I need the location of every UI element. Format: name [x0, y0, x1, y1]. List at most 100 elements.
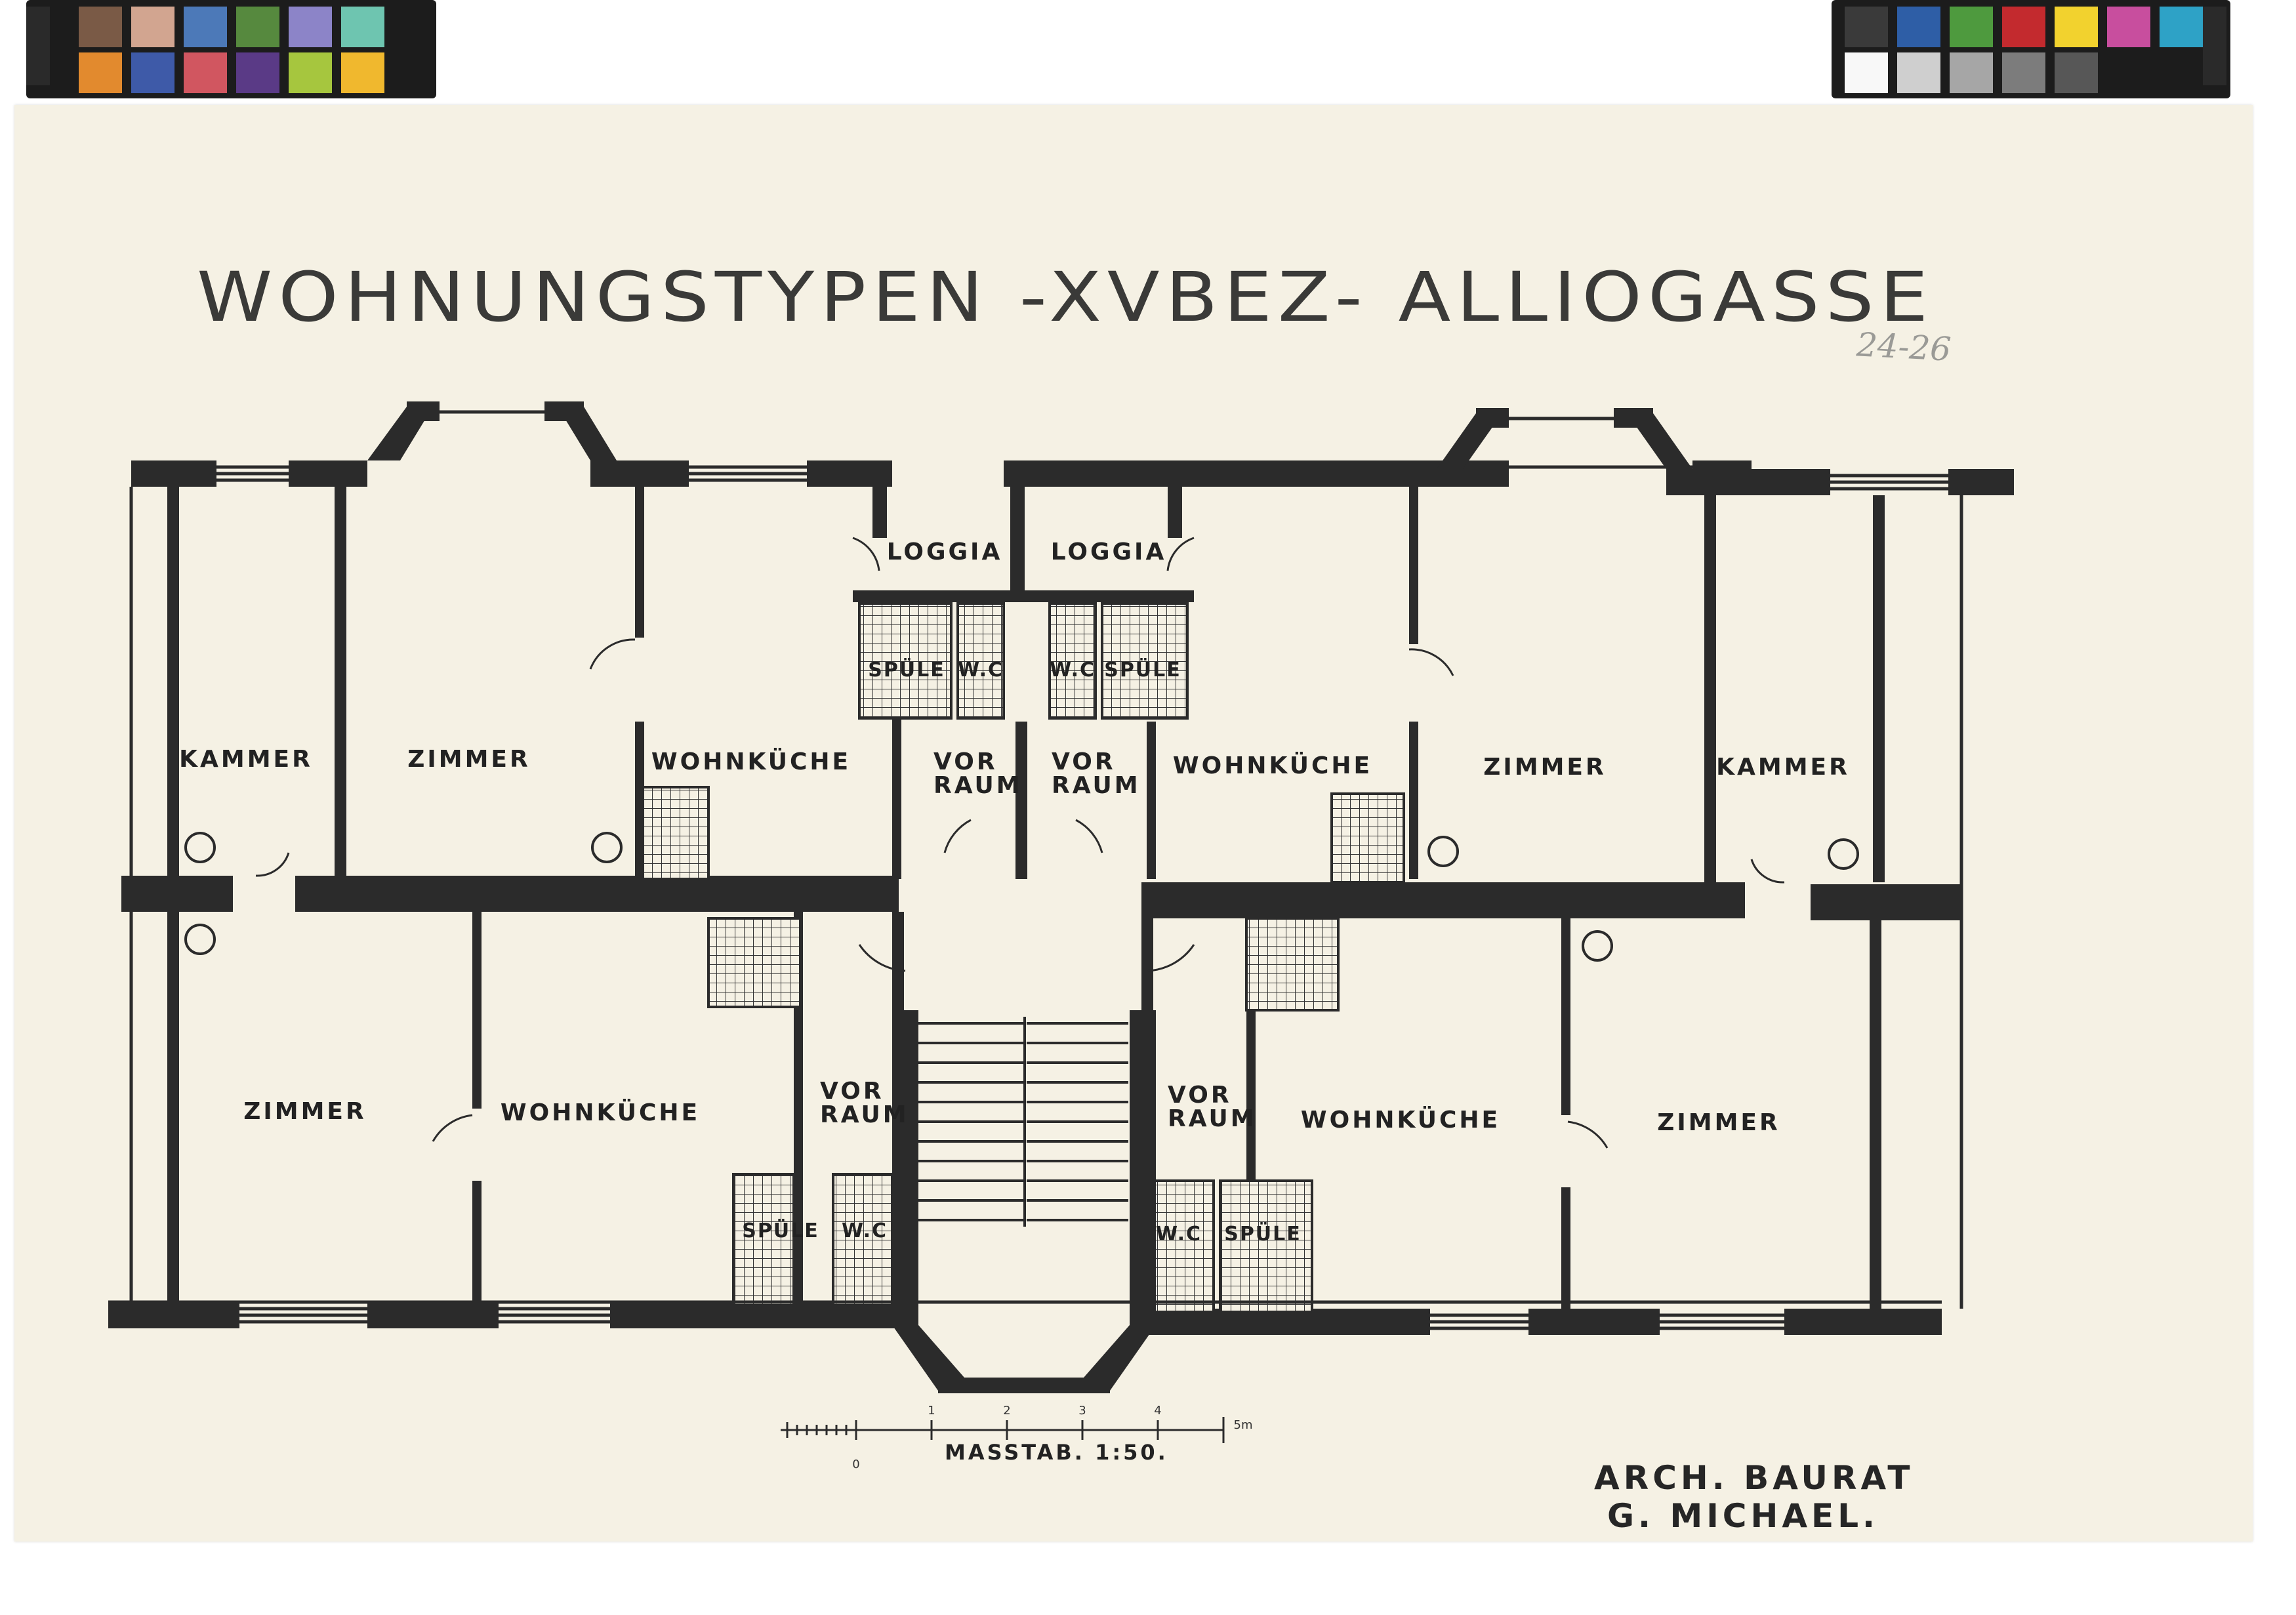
- top-wall-seg: [131, 460, 216, 487]
- tiled-room: [1219, 1179, 1313, 1313]
- architect-line-1: ARCH. BAURAT: [1594, 1459, 1914, 1497]
- door-swing: [589, 638, 636, 670]
- door-swing: [943, 819, 972, 853]
- door-swing: [1075, 819, 1103, 853]
- room-label-spuele: SPÜLE: [742, 1219, 819, 1242]
- tiled-room: [732, 1173, 795, 1307]
- stair-bay: [1084, 1325, 1156, 1391]
- color-swatch: [184, 7, 227, 47]
- top-wall-seg: [1161, 460, 1397, 487]
- top-wall-seg: [1004, 460, 1161, 487]
- color-swatch: [236, 7, 279, 47]
- color-swatch: [1897, 7, 1940, 47]
- scale-bar-ticks: [786, 1417, 1225, 1443]
- stair-wall: [892, 912, 904, 1010]
- color-swatch: [79, 7, 122, 47]
- stair-wall: [1141, 918, 1153, 1010]
- pencil-note: 24-26: [1855, 325, 1952, 369]
- door-swing: [1408, 648, 1454, 676]
- bottom-wall-seg: [1528, 1309, 1660, 1335]
- room-label-wc: W.C: [957, 659, 1004, 682]
- partition: [1409, 487, 1418, 644]
- stair-wall: [1130, 1010, 1156, 1325]
- stove: [184, 924, 216, 955]
- color-swatch: [2160, 7, 2203, 47]
- top-wall-seg: [289, 460, 367, 487]
- scale-tick: 5m: [1233, 1418, 1253, 1432]
- color-swatch: [2107, 7, 2150, 47]
- top-wall-seg: [1666, 469, 1830, 495]
- loggia-wall: [1168, 485, 1182, 538]
- partition: [335, 487, 346, 880]
- window: [499, 1307, 610, 1324]
- partition: [1147, 722, 1156, 879]
- room-label-wohnkueche: WOHNKÜCHE: [651, 748, 851, 775]
- partition: [1873, 495, 1885, 882]
- stove: [1427, 836, 1459, 867]
- room-label-wohnkueche: WOHNKÜCHE: [1300, 1107, 1501, 1134]
- scale-tick: 0: [852, 1458, 860, 1471]
- color-swatch: [1950, 7, 1993, 47]
- room-label-loggia: LOGGIA: [886, 539, 1003, 565]
- bottom-wall-seg: [1784, 1309, 1942, 1335]
- door-swing: [432, 1114, 473, 1142]
- color-swatch: [1845, 52, 1888, 93]
- partition: [1015, 722, 1027, 879]
- color-swatch: [131, 52, 174, 93]
- window: [1660, 1313, 1784, 1330]
- room-label-kammer: KAMMER: [1716, 754, 1850, 781]
- plan-title: WOHNUNGSTYPEN -XVBEZ- ALLIOGASSE: [197, 257, 1935, 337]
- partition: [794, 912, 803, 1305]
- door-swing: [1147, 944, 1195, 972]
- room-label-loggia: LOGGIA: [1050, 539, 1167, 565]
- center-wall: [1141, 882, 1745, 918]
- color-swatch: [1950, 52, 1993, 93]
- room-label-wc: W.C: [841, 1219, 888, 1242]
- window: [216, 465, 289, 482]
- loggia-wall: [872, 485, 887, 538]
- window: [239, 1307, 367, 1324]
- stair-treads: [918, 1022, 1023, 1221]
- stove: [1582, 930, 1613, 962]
- color-swatch: [79, 52, 122, 93]
- tiled-room: [1048, 602, 1097, 720]
- stove: [591, 832, 623, 863]
- stair-bay: [892, 1325, 964, 1391]
- window: [1430, 1313, 1528, 1330]
- scale-tick: 3: [1078, 1404, 1086, 1418]
- partition: [1561, 1187, 1570, 1312]
- window: [1830, 474, 1948, 491]
- bottom-wall-seg: [367, 1302, 499, 1328]
- room-label-vorraum: VOR RAUM: [1168, 1082, 1257, 1132]
- room-label-vorraum: VOR RAUM: [820, 1078, 909, 1128]
- room-label-wohnkueche: WOHNKÜCHE: [1172, 752, 1373, 779]
- top-wall-seg: [1364, 460, 1509, 487]
- tiled-room: [1330, 792, 1405, 884]
- tiled-room: [1101, 602, 1189, 720]
- color-swatch: [341, 52, 384, 93]
- color-swatch: [2002, 7, 2045, 47]
- color-target-right-strip: [2203, 7, 2226, 85]
- stove: [184, 832, 216, 863]
- color-swatch: [341, 7, 384, 47]
- color-swatch: [289, 52, 332, 93]
- room-label-spuele: SPÜLE: [1224, 1223, 1302, 1246]
- center-wall: [1811, 884, 1961, 920]
- room-label-zimmer: ZIMMER: [1483, 754, 1607, 781]
- room-label-wc: W.C: [1155, 1223, 1202, 1246]
- partition: [167, 487, 179, 880]
- loggia-wall: [853, 590, 1194, 602]
- color-target-left-strip: [26, 7, 50, 85]
- color-swatch: [2055, 52, 2098, 93]
- door-swing: [858, 944, 906, 972]
- top-wall-seg: [590, 460, 689, 487]
- room-label-wohnkueche: WOHNKÜCHE: [500, 1099, 701, 1126]
- partition: [635, 487, 644, 638]
- partition: [1409, 722, 1418, 879]
- door-swing: [1567, 1120, 1609, 1149]
- room-label-zimmer: ZIMMER: [407, 746, 531, 773]
- exterior-line: [108, 487, 1963, 1309]
- stove: [1828, 838, 1859, 870]
- door-swing: [852, 537, 880, 571]
- tiled-room: [1245, 917, 1340, 1012]
